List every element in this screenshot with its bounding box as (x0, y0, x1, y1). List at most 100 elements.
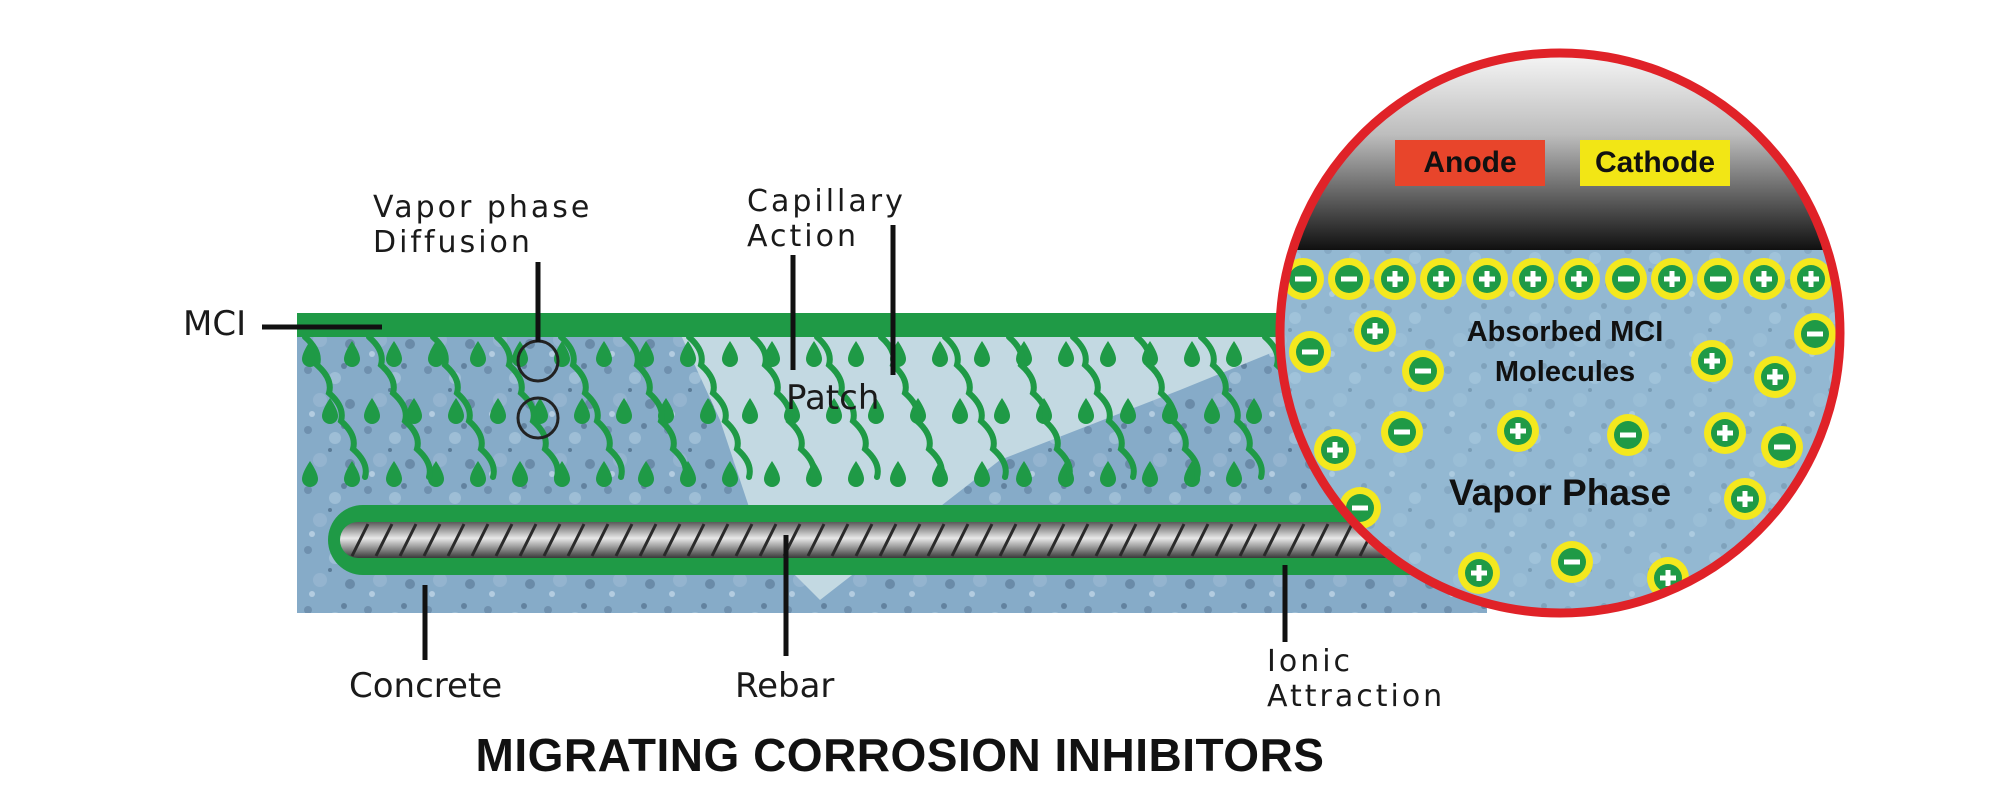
mci-droplet (344, 341, 360, 367)
mci-label: MCI (183, 304, 247, 344)
ionic-attraction-label: Ionic Attraction (1267, 644, 1445, 714)
rebar (340, 522, 1488, 558)
mci-droplet (302, 341, 318, 367)
capillary-tendril (366, 334, 433, 480)
cation-ion-icon (1354, 310, 1396, 352)
cation-ion-icon (1704, 412, 1746, 454)
mci-droplet (428, 461, 444, 487)
mci-droplet (932, 341, 948, 367)
rebar-rib (830, 523, 850, 557)
rebar-rib (1214, 523, 1234, 557)
capillary-tendril (1134, 334, 1201, 480)
capillary-tendril (814, 334, 881, 480)
absorbed-mci-label: Absorbed MCI Molecules (1440, 312, 1690, 392)
mci-droplet (722, 461, 738, 487)
rebar-rib (1334, 523, 1354, 557)
rebar-rib (950, 523, 970, 557)
cation-ion-icon (1724, 478, 1766, 520)
anion-ion-icon (1697, 258, 1739, 300)
capillary-tendril (302, 334, 369, 480)
concrete-label: Concrete (349, 666, 503, 706)
mci-droplet (1204, 398, 1220, 424)
mci-droplet (1184, 341, 1200, 367)
vapor-phase-zoom-label: Vapor Phase (1448, 472, 1672, 513)
cathode-badge: Cathode (1580, 140, 1730, 186)
capillary-tendril (558, 334, 625, 480)
mci-droplet (616, 398, 632, 424)
vapor-phase-diffusion-label: Vapor phase Diffusion (373, 190, 592, 260)
cation-ion-icon (1691, 340, 1733, 382)
absorbed-mci-line2: Molecules (1494, 356, 1636, 388)
mci-droplet (826, 398, 842, 424)
rebar-rib (566, 523, 586, 557)
rebar-rib (1190, 523, 1210, 557)
cation-ion-icon (1374, 258, 1416, 300)
mci-droplet (470, 341, 486, 367)
mci-droplet (974, 341, 990, 367)
mci-droplet (722, 341, 738, 367)
cation-ion-icon (1754, 356, 1796, 398)
capillary-tendril (1198, 334, 1265, 480)
mci-droplet (386, 461, 402, 487)
rebar-rib (1310, 523, 1330, 557)
rebar-rib (662, 523, 682, 557)
capillary-tendril (942, 334, 1009, 480)
rebar-rib (734, 523, 754, 557)
mci-droplet (1226, 341, 1242, 367)
mci-droplet (1120, 398, 1136, 424)
capillary-tendril (686, 334, 753, 480)
anion-ion-icon (1289, 331, 1331, 373)
rebar-rib (350, 523, 370, 557)
capillary-action-line1: Capillary (747, 184, 906, 219)
anode-badge: Anode (1395, 140, 1545, 186)
mci-droplet (1058, 341, 1074, 367)
anion-ion-icon (1607, 414, 1649, 456)
rebar-rib (758, 523, 778, 557)
rebar-rib (710, 523, 730, 557)
mci-droplet (1226, 461, 1242, 487)
capillary-action-line2: Action (747, 219, 859, 254)
mci-droplet (1246, 398, 1262, 424)
cation-ion-icon (1314, 429, 1356, 471)
mci-droplet (848, 461, 864, 487)
mci-droplet (1184, 461, 1200, 487)
mci-droplet (1078, 398, 1094, 424)
rebar-rib (1118, 523, 1138, 557)
rebar-rib (854, 523, 874, 557)
mci-droplet (428, 341, 444, 367)
anion-ion-icon (1282, 258, 1324, 300)
rebar-rib (470, 523, 490, 557)
mci-droplet (406, 398, 422, 424)
anion-ion-icon (1381, 411, 1423, 453)
rebar-rib (518, 523, 538, 557)
capillary-tendril (494, 334, 561, 480)
rebar-label: Rebar (735, 666, 835, 706)
rebar-rib (974, 523, 994, 557)
mci-droplet (386, 341, 402, 367)
rebar-rib (422, 523, 442, 557)
mci-droplet (764, 461, 780, 487)
rebar-rib (374, 523, 394, 557)
mci-droplet (1100, 461, 1116, 487)
anion-ion-icon (1328, 258, 1370, 300)
mci-droplet (574, 398, 590, 424)
capillary-tendril (1006, 334, 1073, 480)
capillary-tendril (622, 334, 689, 480)
rebar-rib (446, 523, 466, 557)
ionic-attraction-line1: Ionic (1267, 644, 1354, 679)
absorbed-mci-line1: Absorbed MCI (1466, 316, 1664, 348)
anion-ion-icon (1551, 541, 1593, 583)
mci-droplet (974, 461, 990, 487)
anion-ion-icon (1794, 313, 1836, 355)
mci-droplet (490, 398, 506, 424)
capillary-tendrils (302, 334, 1329, 480)
mci-droplet (952, 398, 968, 424)
cation-ion-icon (1466, 258, 1508, 300)
rebar-rib (494, 523, 514, 557)
cation-ion-icon (1512, 258, 1554, 300)
cation-ion-icon (1651, 258, 1693, 300)
mci-droplet (890, 461, 906, 487)
mci-droplet (994, 398, 1010, 424)
mci-droplet (322, 398, 338, 424)
